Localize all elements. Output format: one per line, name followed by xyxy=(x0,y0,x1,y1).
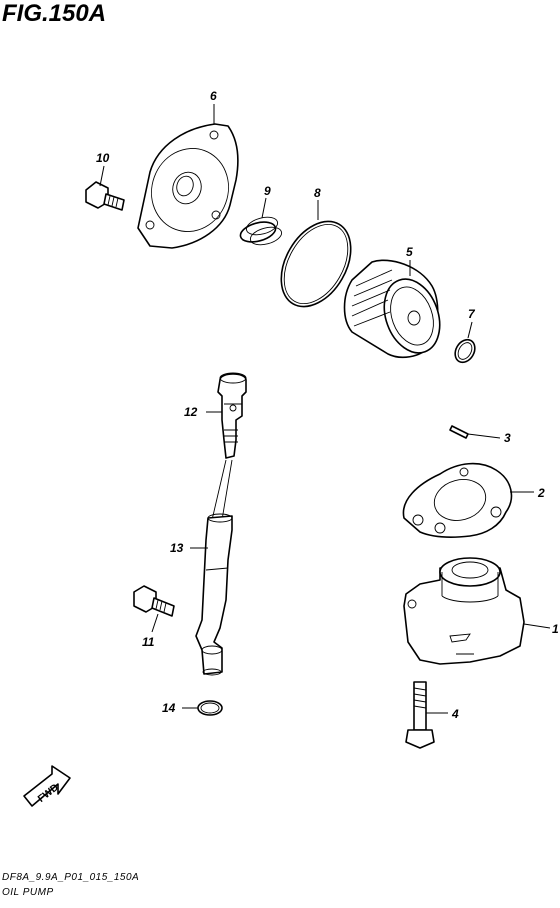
dipstick-rod xyxy=(211,459,233,521)
part-11-bolt[interactable] xyxy=(133,585,175,617)
part-3-pin[interactable] xyxy=(449,425,469,439)
callout-3: 3 xyxy=(504,431,511,445)
part-12-dipstick-handle[interactable] xyxy=(217,372,247,459)
part-9-spring[interactable] xyxy=(238,214,283,248)
part-13-dipstick-tube[interactable] xyxy=(195,513,233,676)
figure-title: FIG.150A xyxy=(2,0,107,27)
part-4-bolt[interactable] xyxy=(405,681,435,749)
callout-10: 10 xyxy=(96,151,110,165)
callout-1: 1 xyxy=(552,622,559,636)
callout-6: 6 xyxy=(210,89,217,103)
part-7-small-o-ring[interactable] xyxy=(451,336,479,366)
callout-9: 9 xyxy=(264,184,271,198)
part-10-bolt[interactable] xyxy=(85,181,125,211)
callout-numbers: 6 10 9 8 5 7 3 2 1 4 12 13 11 14 xyxy=(96,89,559,721)
part-8-o-ring[interactable] xyxy=(267,209,365,319)
callout-12: 12 xyxy=(184,405,198,419)
part-2-gasket[interactable] xyxy=(402,462,513,538)
part-5-oil-filter[interactable] xyxy=(343,259,450,360)
footer-code: DF8A_9.9A_P01_015_150A xyxy=(2,872,140,883)
callout-11: 11 xyxy=(142,635,155,649)
callout-4: 4 xyxy=(451,707,459,721)
callout-5: 5 xyxy=(406,245,413,259)
callout-8: 8 xyxy=(314,186,321,200)
part-1-oil-pump[interactable] xyxy=(403,557,525,665)
callout-7: 7 xyxy=(468,307,476,321)
callout-2: 2 xyxy=(537,486,545,500)
fwd-direction-arrow: FWD xyxy=(23,765,71,807)
leader-lines xyxy=(99,104,551,714)
part-6-filter-cover[interactable] xyxy=(137,123,240,249)
footer-name: OIL PUMP xyxy=(2,887,54,898)
callout-13: 13 xyxy=(170,541,184,555)
callout-14: 14 xyxy=(162,701,176,715)
part-14-o-ring[interactable] xyxy=(197,700,223,716)
